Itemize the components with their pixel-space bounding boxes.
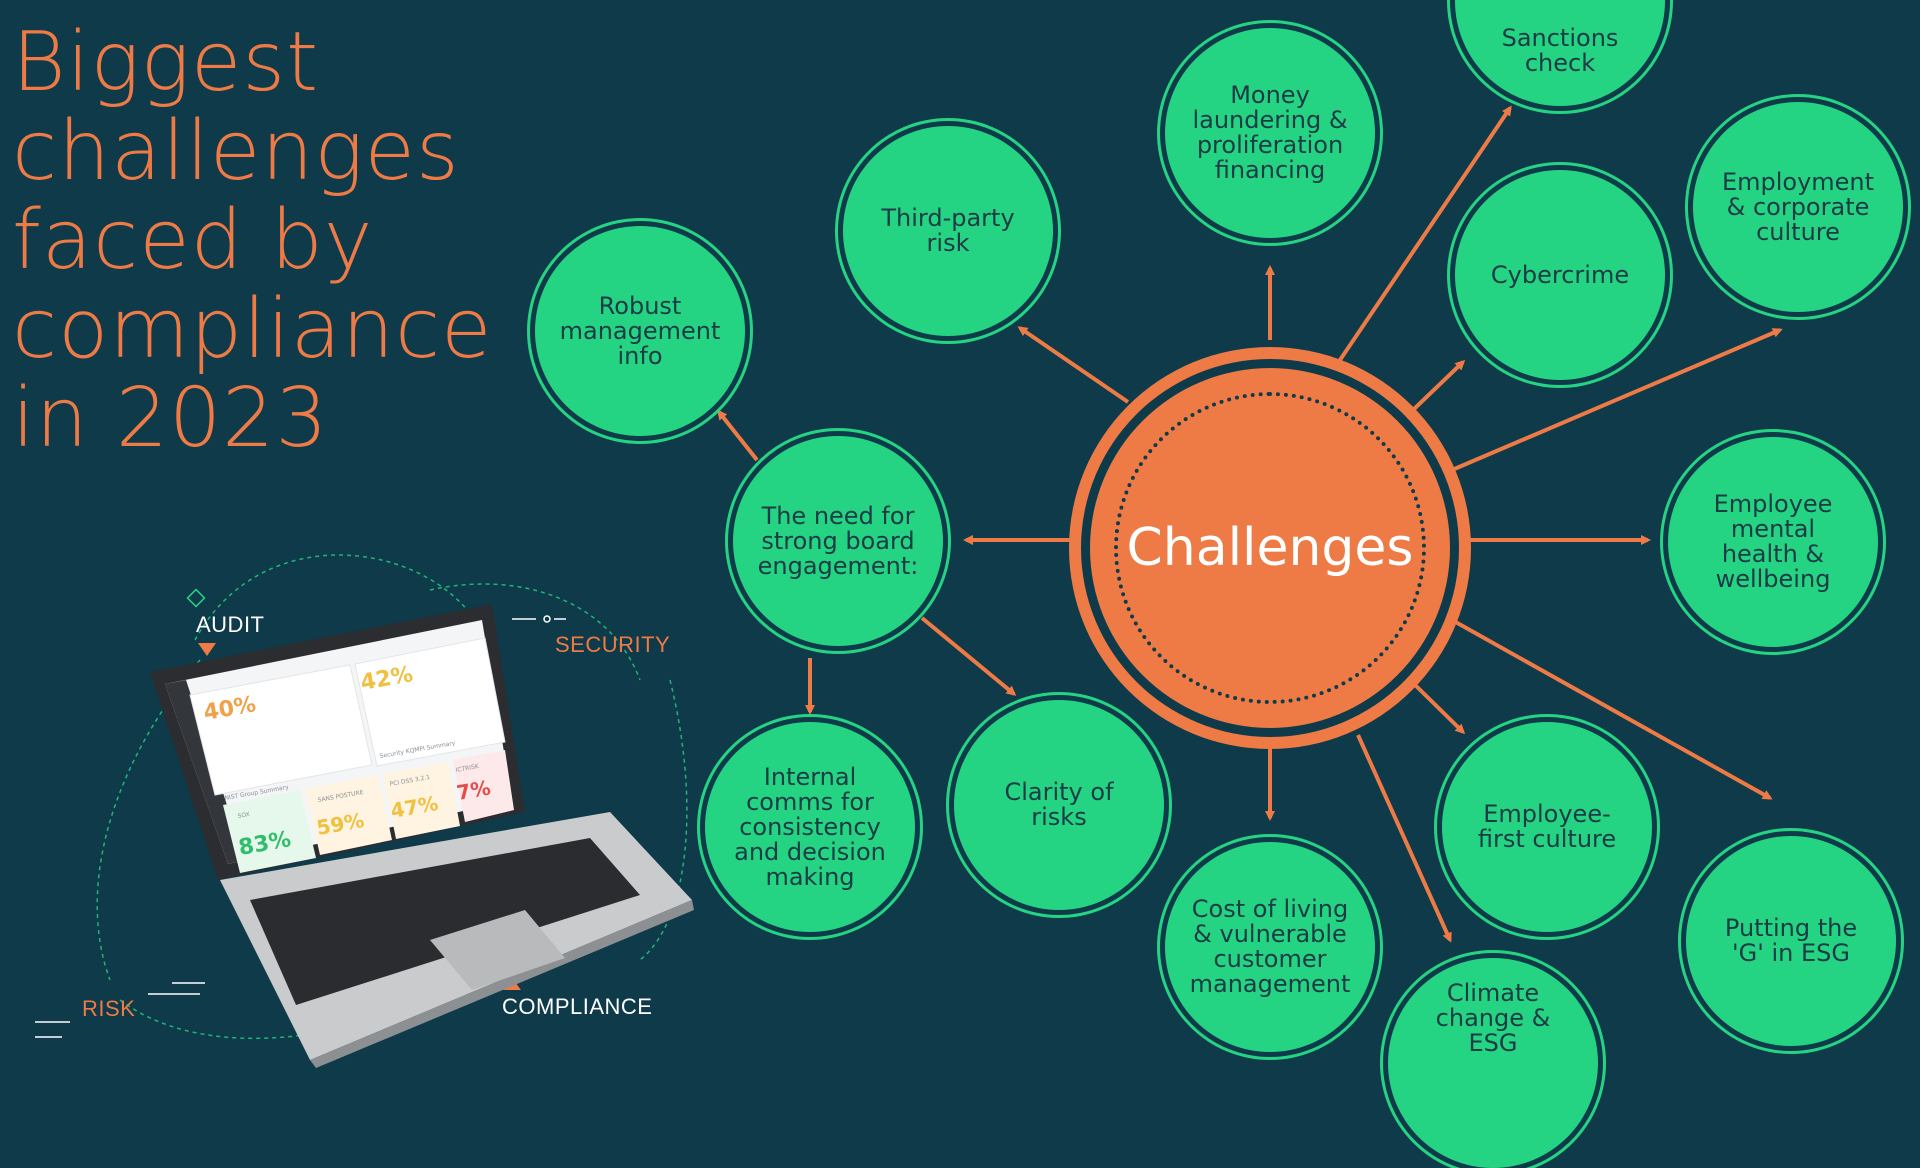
arrow-to-cybercrime xyxy=(1411,359,1466,412)
arrow-to-climate-esg xyxy=(1356,734,1452,943)
laptop-illustration xyxy=(35,554,694,1068)
screen-tile-title: SOX xyxy=(237,811,250,820)
connector-layer: 40% 42% 83% 59% 47% 7% NIST Group Summar… xyxy=(35,105,1783,1068)
page-title: Biggest challenges faced by compliance i… xyxy=(12,18,532,463)
arrow-to-clarity-of-risks xyxy=(920,616,1017,696)
diamond-decoration xyxy=(186,588,206,608)
compliance-label: COMPLIANCE xyxy=(502,994,653,1019)
title-line: in 2023 xyxy=(12,371,329,466)
screen-tile-title: ICTRISK xyxy=(455,763,480,774)
title-line: compliance xyxy=(12,282,493,377)
title-line: faced by xyxy=(12,193,374,288)
audit-label: AUDIT xyxy=(196,612,265,637)
hub-dotted-ring xyxy=(1114,392,1426,704)
title-line: Biggest xyxy=(12,15,320,110)
challenges-hub: Challenges xyxy=(1090,368,1450,728)
security-label: SECURITY xyxy=(555,632,671,657)
audit-marker xyxy=(198,643,216,656)
arrow-to-employment-culture xyxy=(1451,328,1783,472)
arrow-to-g-in-esg xyxy=(1451,618,1773,800)
arrow-to-sanctions-check xyxy=(1338,105,1512,362)
hub-label: Challenges xyxy=(1126,518,1414,578)
node-g-in-esg: Putting the'G' in ESG xyxy=(1686,836,1896,1046)
risk-label: RISK xyxy=(82,996,136,1021)
screen-stat: 7% xyxy=(455,775,493,805)
node-cybercrime: Cybercrime xyxy=(1455,170,1665,380)
title-line: challenges xyxy=(12,104,460,199)
node-employee-first: Employee-first culture xyxy=(1442,722,1652,932)
arrow-to-robust-management-info xyxy=(717,409,759,462)
arrow-to-employee-first xyxy=(1408,678,1466,735)
arrow-to-third-party-risk xyxy=(1017,326,1130,404)
